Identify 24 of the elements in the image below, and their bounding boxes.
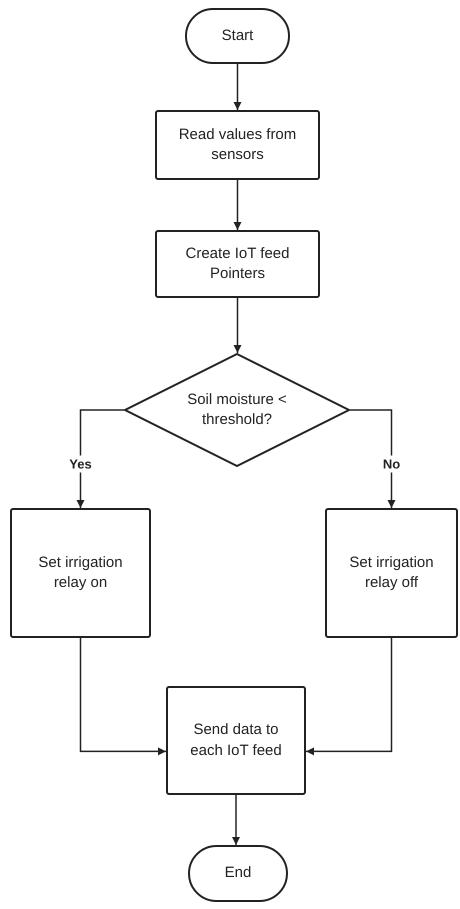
arrow xyxy=(234,298,242,353)
process-box xyxy=(155,110,320,180)
arrow xyxy=(80,638,166,756)
process-box xyxy=(155,230,320,298)
arrow xyxy=(306,638,392,756)
process-box xyxy=(166,686,306,795)
node-text: Create IoT feed Pointers xyxy=(184,244,290,284)
node-text: Set irrigation relay on xyxy=(37,552,124,593)
edge-label: Yes xyxy=(67,456,94,472)
node-text: Read values from sensors xyxy=(178,124,298,165)
node-text: Set irrigation relay off xyxy=(348,552,435,593)
process-box xyxy=(325,508,458,638)
arrow xyxy=(234,180,242,230)
node-text: End xyxy=(224,863,252,884)
node-text: Soil moisture < threshold? xyxy=(186,390,288,430)
decision-diamond xyxy=(124,353,350,467)
node-text: Start xyxy=(222,26,254,46)
node-text: Send data to each IoT feed xyxy=(189,720,283,760)
arrow xyxy=(350,409,396,508)
process-box xyxy=(10,508,151,638)
edge-label: No xyxy=(380,456,402,472)
arrow xyxy=(234,64,242,110)
arrow xyxy=(76,409,124,508)
arrow xyxy=(232,795,240,845)
